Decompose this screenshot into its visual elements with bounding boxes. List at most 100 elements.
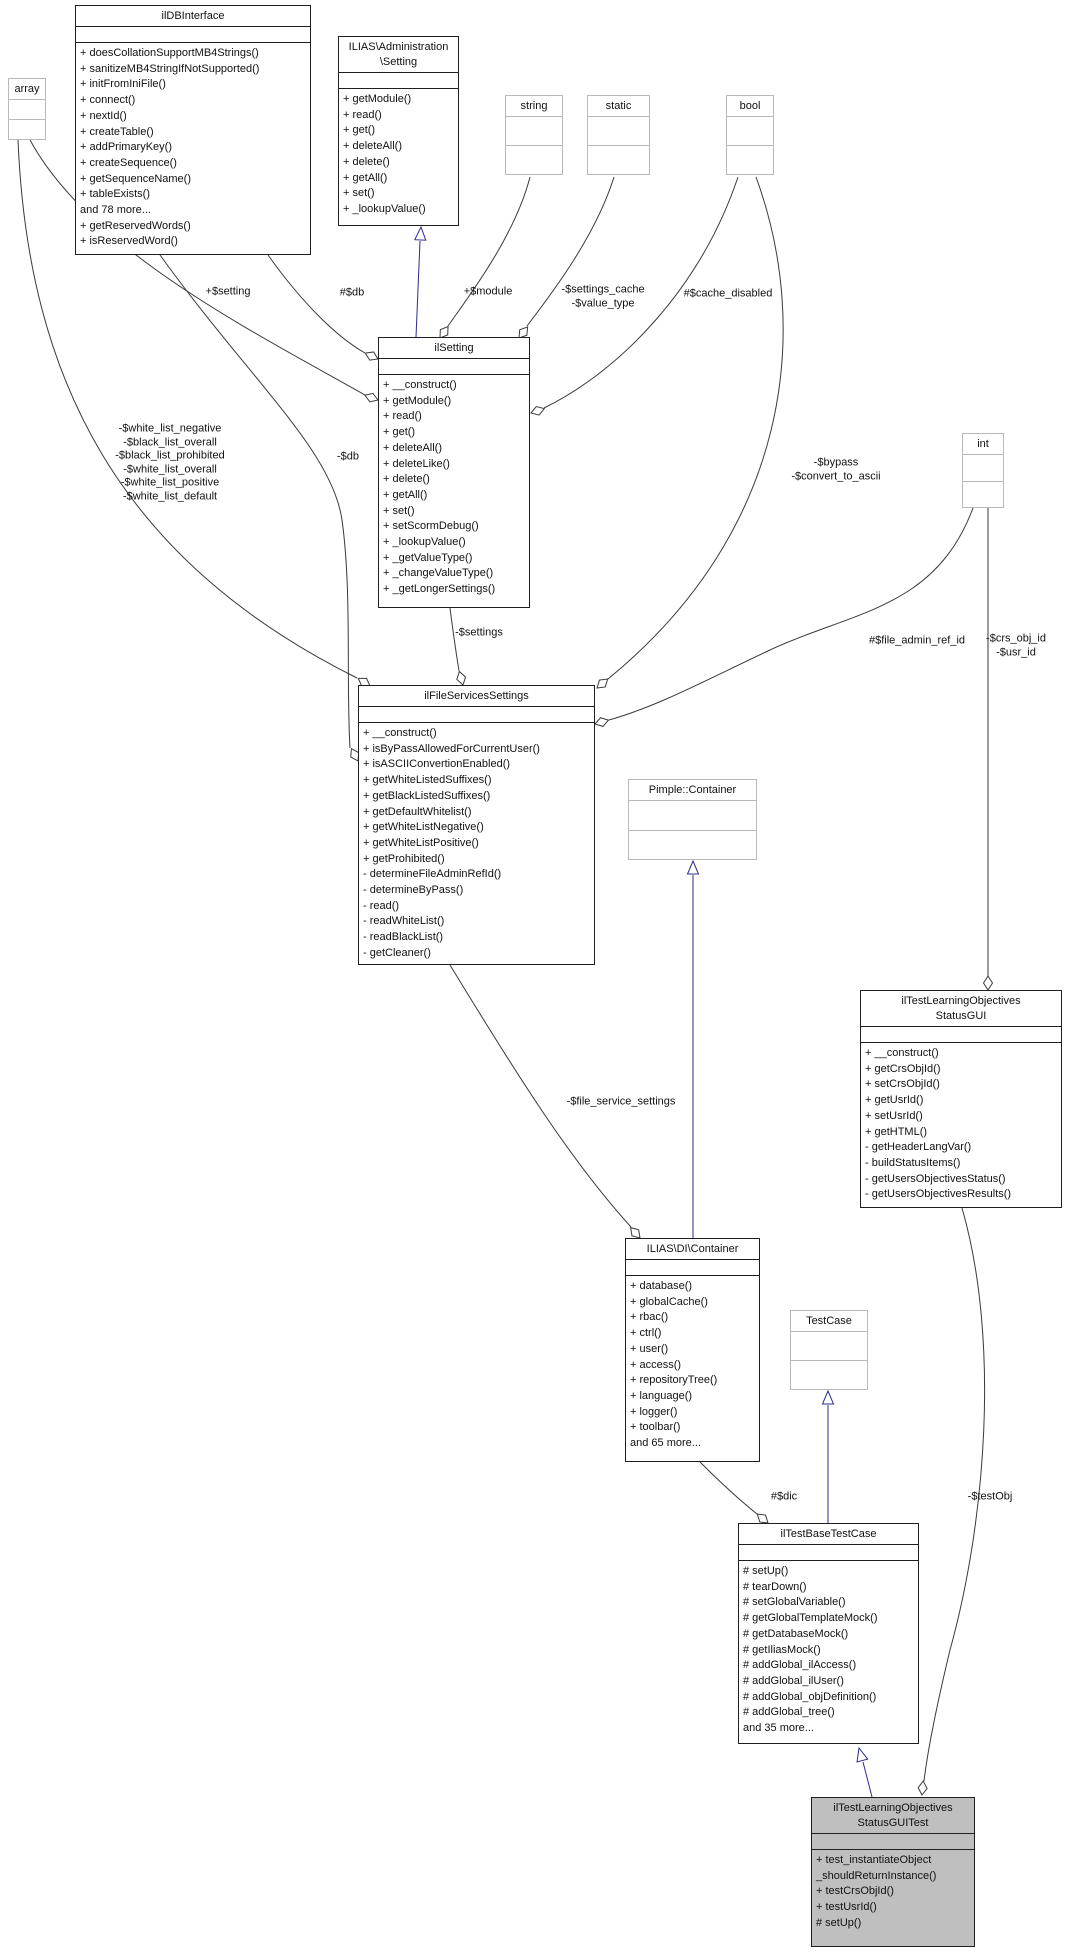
class-title-adminsetting: ILIAS\Administration \Setting — [339, 37, 458, 73]
class-title-ilsetting: ilSetting — [379, 338, 529, 359]
class-title-dicontainer: ILIAS\DI\Container — [626, 1239, 759, 1260]
empty-compartment — [506, 146, 562, 174]
aggregation-edge-db-fss — [159, 254, 351, 749]
edge-label-settings-cache: -$settings_cache -$value_type — [561, 283, 645, 310]
aggregation-edge-cache-disabled — [543, 176, 739, 409]
class-title-ildbinterface: ilDBInterface — [76, 6, 310, 27]
aggregation-edge-settings-cache — [526, 176, 615, 327]
aggregation-diamond-module — [439, 325, 449, 339]
aggregation-edge-dic — [699, 1461, 758, 1515]
aggregation-edge-bypass — [607, 176, 784, 680]
class-title-fss: ilFileServicesSettings — [359, 686, 594, 707]
methods-compartment: + __construct() + getCrsObjId() + setCrs… — [865, 1047, 1012, 1201]
edge-label-settings-fss: -$settings — [455, 626, 503, 639]
attributes-compartment — [379, 359, 529, 375]
class-title-guitest: ilTestLearningObjectives StatusGUITest — [812, 1798, 974, 1834]
class-box-statusgui[interactable]: ilTestLearningObjectives StatusGUI + __co… — [860, 990, 1062, 1208]
inheritance-arrow-guitest-basetest — [856, 1746, 869, 1763]
aggregation-diamond-bypass — [596, 678, 609, 689]
class-title-basetest: ilTestBaseTestCase — [739, 1524, 918, 1545]
attributes-compartment — [76, 27, 310, 43]
attributes-compartment — [812, 1834, 974, 1850]
methods-compartment: + getModule() + read() + get() + deleteA… — [343, 93, 426, 215]
empty-compartment — [506, 117, 562, 146]
class-box-adminsetting[interactable]: ILIAS\Administration \Setting + getModule… — [338, 36, 459, 226]
attributes-compartment — [861, 1027, 1061, 1043]
aggregation-diamond-file-admin — [594, 717, 610, 727]
class-title-statusgui: ilTestLearningObjectives StatusGUI — [861, 991, 1061, 1027]
inheritance-arrow-basetest-testcase — [821, 1389, 835, 1405]
methods-compartment: + __construct() + getModule() + read() +… — [383, 379, 496, 596]
edge-label-db-setting: #$db — [339, 286, 365, 299]
edge-label-dic: #$dic — [770, 1490, 798, 1503]
empty-compartment — [588, 117, 649, 146]
aggregation-diamond-setting — [363, 392, 379, 403]
edge-label-db-fss: -$db — [336, 450, 360, 463]
class-box-bool: bool — [726, 95, 774, 175]
class-title-static: static — [588, 96, 649, 117]
edge-label-cache-disabled: #$cache_disabled — [683, 287, 773, 300]
edge-label-module: +$module — [463, 285, 513, 298]
edge-label-setting: +$setting — [205, 285, 251, 298]
empty-compartment — [963, 482, 1003, 508]
aggregation-diamond-settings-fss — [456, 670, 467, 686]
class-box-array: array — [8, 78, 46, 140]
empty-compartment — [791, 1332, 867, 1361]
empty-compartment — [791, 1361, 867, 1389]
aggregation-diamond-testobj — [917, 1780, 928, 1796]
class-box-basetest[interactable]: ilTestBaseTestCase # setUp() # tearDown()… — [738, 1523, 919, 1744]
edge-label-white-lists: -$white_list_negative -$black_list_overa… — [115, 422, 225, 503]
empty-compartment — [629, 831, 756, 860]
class-box-int: int — [962, 433, 1004, 508]
empty-compartment — [629, 801, 756, 831]
attributes-compartment — [739, 1545, 918, 1561]
class-box-pimple: Pimple::Container — [628, 779, 757, 860]
methods-compartment: + database() + globalCache() + rbac() + … — [630, 1280, 718, 1450]
class-title-testcase: TestCase — [791, 1311, 867, 1332]
class-box-ilsetting[interactable]: ilSetting + __construct() + getModule() +… — [378, 337, 530, 608]
aggregation-edge-file-admin — [608, 507, 974, 721]
aggregation-diamond-crs-usr — [982, 975, 994, 991]
class-box-fss[interactable]: ilFileServicesSettings+ __construct() + … — [358, 685, 595, 965]
aggregation-diamond-db-setting — [364, 351, 379, 361]
class-box-static: static — [587, 95, 650, 175]
empty-compartment — [963, 455, 1003, 482]
aggregation-diamond-fss-di — [630, 1226, 641, 1239]
empty-compartment — [727, 146, 773, 174]
aggregation-edge-fss-di — [449, 964, 632, 1228]
aggregation-edge-settings-fss — [449, 607, 460, 672]
edge-label-file-admin: #$file_admin_ref_id — [868, 634, 966, 647]
class-title-array: array — [9, 79, 45, 100]
aggregation-diamond-settings-cache — [518, 326, 529, 339]
class-box-guitest: ilTestLearningObjectives StatusGUITest+ … — [811, 1797, 975, 1947]
inheritance-edge-guitest-basetest — [862, 1761, 873, 1798]
aggregation-edge-white-lists — [17, 139, 358, 679]
empty-compartment — [588, 146, 649, 174]
attributes-compartment — [339, 73, 458, 89]
edge-label-fss-di: -$file_service_settings — [566, 1095, 676, 1108]
attributes-compartment — [359, 707, 594, 723]
empty-compartment — [9, 100, 45, 120]
class-box-ildbinterface[interactable]: ilDBInterface + doesCollationSupportMB4St… — [75, 5, 311, 255]
edge-label-testobj: -$testObj — [967, 1490, 1013, 1503]
aggregation-edge-db-setting — [267, 254, 366, 354]
aggregation-edge-testobj — [923, 1207, 986, 1782]
class-box-dicontainer[interactable]: ILIAS\DI\Container + database() + globalC… — [625, 1238, 760, 1462]
class-title-bool: bool — [727, 96, 773, 117]
empty-compartment — [9, 120, 45, 139]
aggregation-diamond-dic — [756, 1513, 769, 1524]
methods-compartment: # setUp() # tearDown() # setGlobalVariab… — [743, 1565, 878, 1735]
aggregation-edge-module — [447, 176, 531, 327]
class-box-testcase: TestCase — [790, 1310, 868, 1390]
inheritance-edge-ilsetting-adminsetting — [415, 240, 421, 338]
empty-compartment — [727, 117, 773, 146]
inheritance-arrow-dicontainer-pimple — [686, 859, 700, 875]
class-box-string: string — [505, 95, 563, 175]
aggregation-edge-setting — [29, 139, 366, 396]
edge-label-crs-usr: -$crs_obj_id -$usr_id — [986, 632, 1046, 659]
class-title-int: int — [963, 434, 1003, 455]
class-title-pimple: Pimple::Container — [629, 780, 756, 801]
edge-label-bypass: -$bypass -$convert_to_ascii — [791, 456, 881, 483]
methods-compartment: + doesCollationSupportMB4Strings() + san… — [80, 47, 260, 248]
